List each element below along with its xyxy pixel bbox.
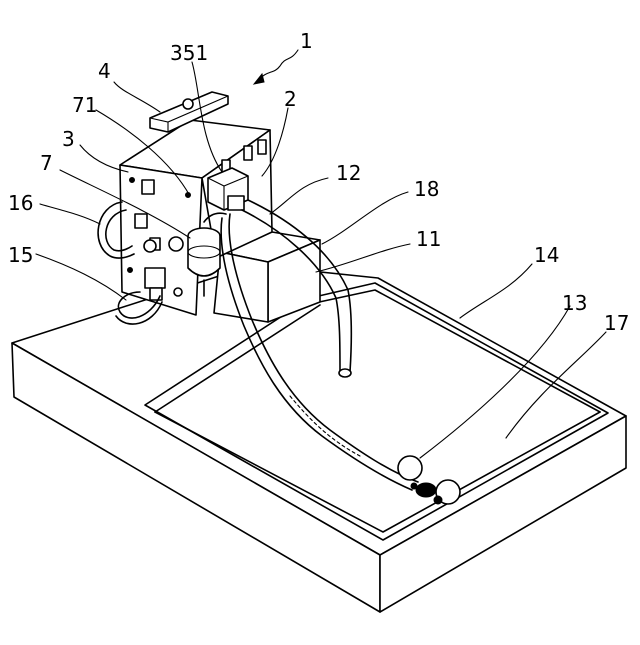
- leader-11: [316, 244, 410, 272]
- side-latch-3: [135, 214, 147, 228]
- leader-4: [114, 82, 160, 112]
- label-15: 15: [8, 243, 33, 267]
- leader-14: [460, 264, 532, 318]
- pump-float-1: [398, 456, 422, 480]
- label-17: 17: [604, 311, 629, 335]
- leader-1: [258, 50, 298, 80]
- label-12: 12: [336, 161, 361, 185]
- label-71: 71: [72, 93, 97, 117]
- label-1: 1: [300, 29, 313, 53]
- top-component-knob: [183, 99, 193, 109]
- label-2: 2: [284, 87, 297, 111]
- label-18: 18: [414, 177, 439, 201]
- platform-left: [214, 252, 268, 322]
- leader-18: [322, 192, 408, 244]
- leader-15: [36, 254, 126, 300]
- latch-3: [258, 140, 266, 154]
- label-14: 14: [534, 243, 559, 267]
- latch-2: [244, 146, 252, 160]
- label-7: 7: [40, 151, 53, 175]
- label-4: 4: [98, 59, 111, 83]
- hose-18-end: [339, 369, 351, 377]
- gauge: [144, 240, 156, 252]
- label-16: 16: [8, 191, 33, 215]
- label-351: 351: [170, 41, 208, 65]
- label-11: 11: [416, 227, 441, 251]
- connector-plug: [228, 196, 244, 210]
- arrowhead-1: [254, 74, 264, 84]
- valve-block: [145, 268, 165, 288]
- leader-12: [270, 178, 328, 214]
- label-3: 3: [62, 127, 75, 151]
- side-latch-1: [142, 180, 154, 194]
- leader-16: [40, 204, 100, 224]
- fitting: [169, 237, 183, 251]
- tray: [12, 265, 626, 612]
- label-13: 13: [562, 291, 587, 315]
- pump-body: [416, 483, 436, 497]
